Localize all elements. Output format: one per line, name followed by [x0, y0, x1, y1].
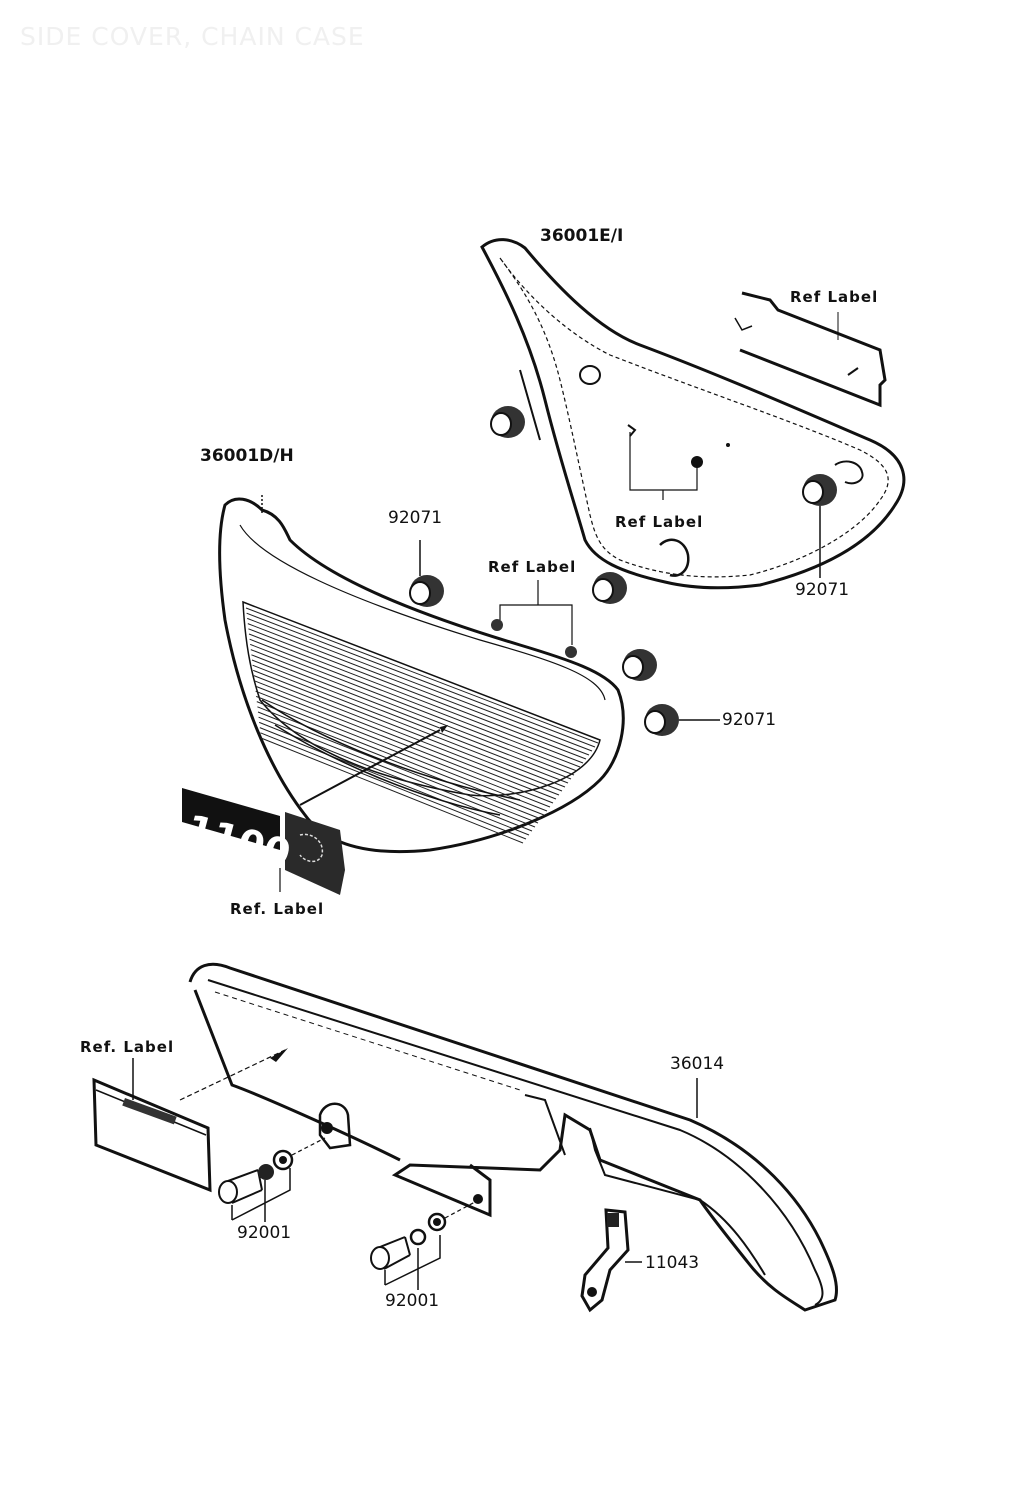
ref-label-chain-case: Ref. Label: [80, 1038, 175, 1056]
grille-line: [248, 628, 587, 760]
chain-case: [188, 962, 839, 1312]
ref-label-leader-left-inner: [491, 580, 577, 658]
grille-line: [253, 675, 560, 796]
part-number-left-side-cover: 36001D/H: [200, 446, 294, 466]
grille-line: [248, 633, 584, 764]
grille-line: [251, 654, 572, 780]
grommet-icon: [622, 649, 657, 681]
bolt-assembly-middle: [370, 1201, 476, 1290]
grommet-icon: [592, 572, 627, 604]
grille-line: [250, 643, 578, 772]
part-number-chain-case: 36014: [670, 1054, 725, 1074]
grille-line: [250, 649, 575, 776]
grille-line: [245, 607, 599, 744]
grille-line: [260, 737, 524, 844]
ref-label-plate-top-right: [734, 291, 887, 408]
part-number-grommet-right: 92071: [722, 710, 777, 730]
grommet-icon: [802, 474, 837, 506]
part-number-bolt-left: 92001: [237, 1223, 292, 1243]
grille-line: [256, 695, 548, 812]
grille-line: [249, 638, 581, 768]
ref-label-left-cover-inner: Ref Label: [488, 558, 577, 576]
grille-line: [247, 623, 590, 756]
grille-line: [253, 669, 563, 792]
page-title: SIDE COVER, CHAIN CASE: [20, 22, 365, 51]
right-side-cover: [480, 238, 906, 590]
grille-line: [254, 680, 557, 800]
part-number-grommet-upper-right: 92071: [795, 580, 850, 600]
part-number-right-side-cover: 36001E/I: [540, 226, 624, 246]
grille-line: [247, 617, 593, 752]
grille-line: [260, 732, 527, 840]
ref-label-right-cover-inner: Ref Label: [615, 513, 704, 531]
grille-line: [259, 727, 530, 836]
grille-line: [259, 721, 533, 832]
part-number-bolt-middle: 92001: [385, 1291, 440, 1311]
grille-line: [251, 659, 569, 784]
grille-line: [246, 612, 596, 748]
ref-label-right-cover-top: Ref Label: [790, 288, 879, 306]
part-number-grommet-left-top: 92071: [388, 508, 443, 528]
emblem-badge: 1100: [182, 788, 345, 895]
grille-line: [252, 664, 566, 788]
grille-line: [256, 701, 545, 816]
grille-lines: [245, 607, 599, 844]
ref-label-plate-chain-case: [92, 1058, 212, 1193]
part-number-bracket: 11043: [645, 1253, 700, 1273]
bracket: [580, 1208, 642, 1313]
grommet-icon: [644, 704, 679, 736]
bolt-assembly-left: [218, 1137, 326, 1222]
grille-line: [258, 716, 536, 828]
ref-label-leader-right-inner: [627, 424, 698, 500]
grille-line: [254, 685, 554, 804]
grommet-icon: [409, 575, 444, 607]
left-side-cover: [218, 495, 625, 854]
ref-label-emblem: Ref. Label: [230, 900, 325, 918]
grommet-icon: [490, 406, 525, 438]
grille-line: [257, 711, 539, 824]
